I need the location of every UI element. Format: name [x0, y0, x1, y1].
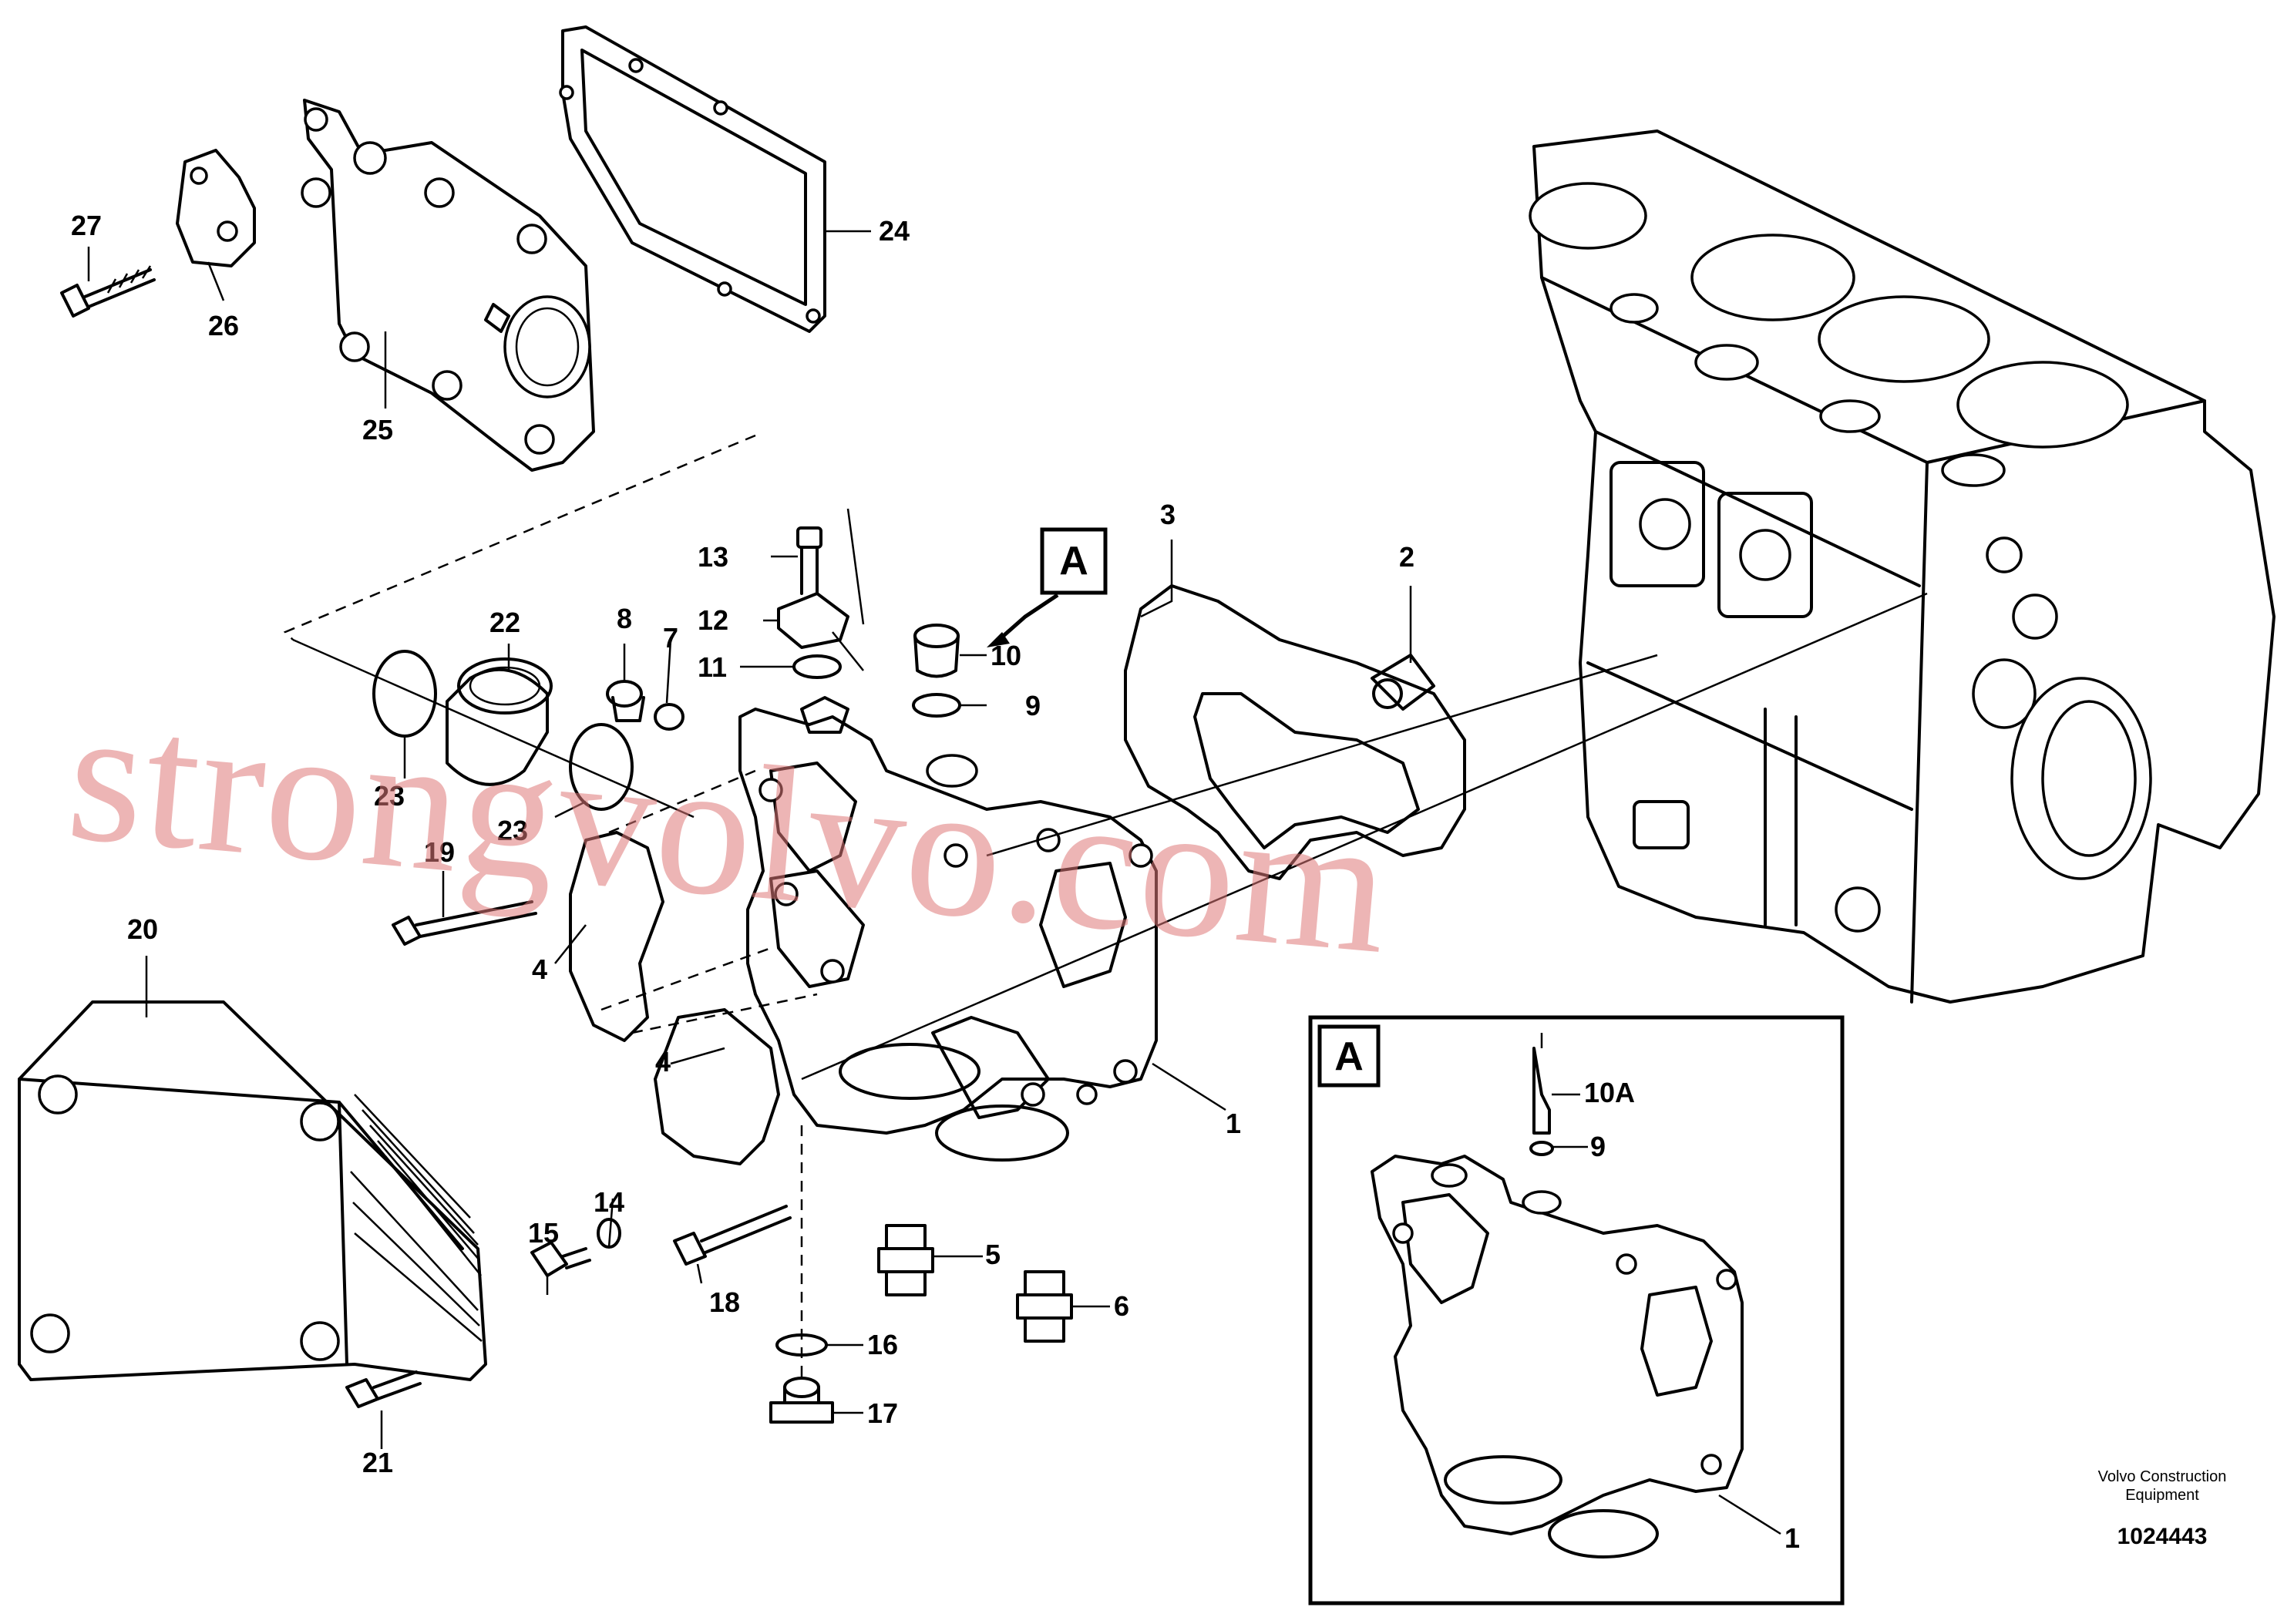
plug-2	[1371, 654, 1435, 711]
label-part-11: 11	[698, 651, 727, 683]
label-part-20: 20	[127, 913, 158, 945]
oil-cooler-20	[18, 1000, 487, 1381]
svg-text:Equipment: Equipment	[2125, 1487, 2199, 1504]
label-part-2: 2	[1399, 541, 1414, 573]
drawing-credit: Volvo Construction Equipment 1024443	[2098, 1468, 2227, 1549]
bolt-21	[345, 1370, 422, 1408]
label-part-21: 21	[362, 1447, 393, 1478]
label-part-27: 27	[71, 210, 102, 241]
svg-text:A: A	[1334, 1034, 1364, 1079]
fitting-6	[1016, 1270, 1073, 1343]
assembly-dash-line	[283, 434, 756, 641]
plug-10	[913, 624, 960, 678]
cover-plate-25	[301, 99, 595, 472]
label-part-8: 8	[617, 603, 632, 634]
washer-7	[654, 703, 684, 731]
gasket-4b	[654, 1008, 780, 1165]
label-part-15: 15	[528, 1217, 559, 1249]
svg-text:9: 9	[1590, 1131, 1606, 1162]
bolt-18	[673, 1205, 792, 1266]
label-part-13: 13	[698, 541, 728, 573]
label-part-4a: 4	[532, 953, 547, 985]
label-part-5: 5	[985, 1239, 1001, 1270]
label-part-16: 16	[867, 1329, 898, 1360]
svg-text:10A: 10A	[1584, 1077, 1635, 1108]
label-part-6: 6	[1114, 1290, 1129, 1322]
svg-text:Volvo Construction: Volvo Construction	[2098, 1468, 2227, 1485]
screw-13	[796, 526, 822, 595]
oring-23b	[569, 723, 634, 811]
label-part-25: 25	[362, 414, 393, 446]
plug-17	[769, 1377, 834, 1424]
label-part-22: 22	[489, 607, 520, 638]
svg-text:A: A	[1059, 539, 1088, 583]
callout-tag-a: A	[987, 527, 1108, 647]
filter-insert-22	[446, 657, 553, 786]
label-part-12: 12	[698, 604, 728, 636]
bolt-19	[392, 900, 537, 946]
plate-12	[777, 592, 849, 649]
label-part-19: 19	[424, 836, 455, 868]
label-part-26: 26	[208, 310, 239, 341]
label-part-7: 7	[663, 622, 678, 654]
gasket-24	[559, 25, 826, 333]
svg-text:1: 1	[1784, 1522, 1800, 1554]
oil-filter-housing-1	[738, 696, 1158, 1162]
label-part-23a: 23	[374, 780, 405, 812]
label-part-18: 18	[709, 1286, 740, 1318]
oring-11	[792, 654, 842, 679]
watermark-text: strongvolvo.com	[60, 667, 1398, 995]
gasket-3	[1124, 584, 1466, 880]
assembly-lines	[292, 592, 1928, 1380]
label-part-10: 10	[991, 640, 1021, 671]
part-labels: 1 2 3 4 4 5 6 7 8 9 10 11 12 13 14 15 16…	[71, 210, 1414, 1478]
label-part-3: 3	[1160, 499, 1176, 530]
label-part-4b: 4	[655, 1046, 671, 1078]
engine-block	[1529, 129, 2276, 1004]
leader-lines	[87, 230, 1412, 1449]
label-part-17: 17	[867, 1397, 898, 1429]
label-part-9: 9	[1025, 690, 1041, 721]
bolt-27	[60, 265, 156, 318]
drawing-number: 1024443	[2117, 1524, 2208, 1549]
bracket-26	[176, 149, 256, 267]
label-part-1: 1	[1226, 1108, 1241, 1139]
label-part-24: 24	[879, 215, 910, 247]
fitting-5	[877, 1224, 934, 1296]
washer-9	[912, 693, 961, 718]
detail-view-a: A 10A 9 1	[1308, 1015, 1845, 1606]
label-part-14: 14	[594, 1186, 624, 1218]
label-part-23b: 23	[497, 815, 528, 846]
bolt-15	[530, 1241, 591, 1277]
